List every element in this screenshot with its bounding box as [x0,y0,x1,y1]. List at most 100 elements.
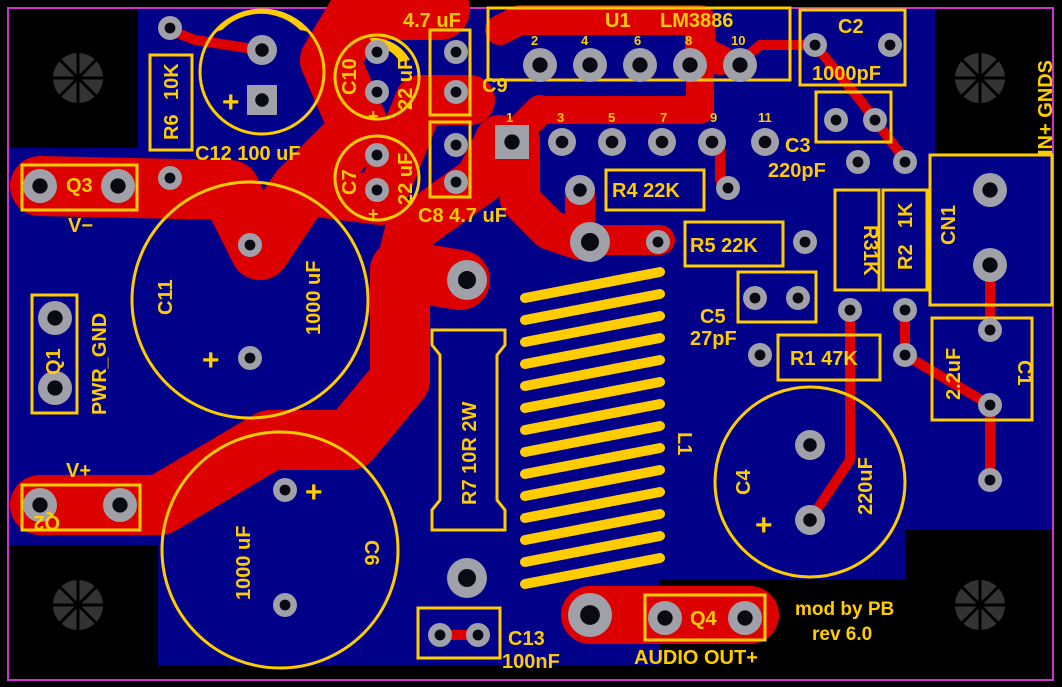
pad-drill-hole [982,182,998,198]
pad-drill-hole [749,292,761,304]
c12-plus-mark: + [222,86,240,119]
pad-drill-hole [705,135,719,149]
audio-out-label: AUDIO OUT+ [634,647,758,669]
c2-ref: C2 [838,16,864,38]
pad-drill-hole [450,46,462,58]
c11-plus-mark: + [202,344,220,377]
pad-drill-hole [884,39,896,51]
pwr-gnd-label: PWR_GND [89,313,111,415]
pad-drill-hole [582,57,598,73]
pad-drill-hole [47,380,63,396]
c3-ref: C3 [785,135,811,157]
r1-label: R1 47K [790,348,858,370]
pad-drill-hole [255,93,269,107]
r6-ref: R6 [161,114,183,140]
c10-value: 22 uF [395,58,417,110]
c7-ref: C7 [339,169,361,195]
pad-drill-hole [244,352,256,364]
c9-ref: C9 [482,75,508,97]
c3-value: 220pF [768,160,826,182]
pad-drill-hole [792,292,804,304]
pad-drill-hole [844,304,856,316]
silkscreen-outlines [20,6,1054,670]
c11-value: 1000 uF [303,261,325,335]
q1-ref: Q1 [43,348,65,375]
mod-by-label: mod by PB [795,599,894,620]
pin-label-1: 1 [506,110,513,125]
c2-value: 1000pF [812,63,881,85]
pin-label-4: 4 [581,33,589,48]
pad-drill-hole [809,39,821,51]
c5-ref: C5 [700,306,726,328]
pad-drill-hole [504,134,520,150]
pad-drill-hole [255,43,269,57]
pad-drill-hole [605,135,619,149]
q3-ref: Q3 [66,175,93,197]
pad-drill-hole [722,182,734,194]
pad-drill-hole [32,497,48,513]
pad-drill-hole [899,156,911,168]
v-minus-label: V− [68,215,93,237]
pad-drill-hole [434,629,446,641]
pad-drill-hole [472,629,484,641]
r4-label: R4 22K [612,180,680,202]
c10-ref: C10 [339,58,361,95]
pad-drill-hole [657,610,673,626]
pad-drill-hole [803,438,817,452]
c12-label: C12 100 uF [195,143,301,165]
pad-drill-hole [555,135,569,149]
u1-cap-value: 4.7 uF [403,10,461,32]
r2-value: 1K [895,202,917,228]
c4-ref: C4 [733,469,755,495]
pad-drill-hole [371,149,383,161]
c11-ref: C11 [155,279,177,315]
c1-ref: C1 [1013,360,1035,386]
pin-label-11: 11 [758,110,772,125]
pad-drill-hole [32,178,48,194]
pad-drill-hole [758,135,772,149]
pad-drill-hole [47,310,63,326]
rev-label: rev 6.0 [812,624,872,645]
pad-drill-hole [655,135,669,149]
u1-part: LM3886 [660,10,733,32]
inductor-l1-coil [520,267,665,589]
pad-drill-hole [682,57,698,73]
pad-drill-hole [652,236,664,248]
cn1-ref: CN1 [938,205,960,245]
pad-drill-hole [580,605,600,625]
pad-drill-hole [581,233,599,251]
pad-drill-hole [732,57,748,73]
r3-ref: R3 [859,225,881,251]
c6-ref: C6 [360,540,382,566]
r3-value: 1K [859,250,881,276]
pin-label-2: 2 [531,33,538,48]
v-plus-label: V+ [66,460,91,482]
pad-drill-hole [984,399,996,411]
r5-label: R5 22K [690,235,758,257]
mounting-hole-icon [50,50,1008,633]
c6-plus-mark: + [305,476,323,509]
c4-plus-mark: + [755,509,773,542]
pad-drill-hole [984,474,996,486]
pad-drill-hole [450,86,462,98]
pad-drill-hole [899,349,911,361]
c5-value: 27pF [690,328,737,350]
c6-value: 1000 uF [233,526,255,600]
pad-drill-hole [532,57,548,73]
c10-plus-mark: + [368,106,379,126]
u1-ref: U1 [605,10,631,32]
pad-drill-hole [803,513,817,527]
pad-drill-hole [371,46,383,58]
q2-ref: Q2 [33,511,60,533]
pad-drill-hole [632,57,648,73]
gnds-label: IN+ GNDS [1035,60,1057,155]
pad-drill-hole [112,497,128,513]
pin-label-3: 3 [557,110,564,125]
pad-drill-hole [984,324,996,336]
c13-value: 100nF [502,651,560,673]
pin-label-9: 9 [710,110,717,125]
pin-label-8: 8 [685,33,692,48]
pad-drill-hole [737,610,753,626]
q4-ref: Q4 [690,608,718,630]
